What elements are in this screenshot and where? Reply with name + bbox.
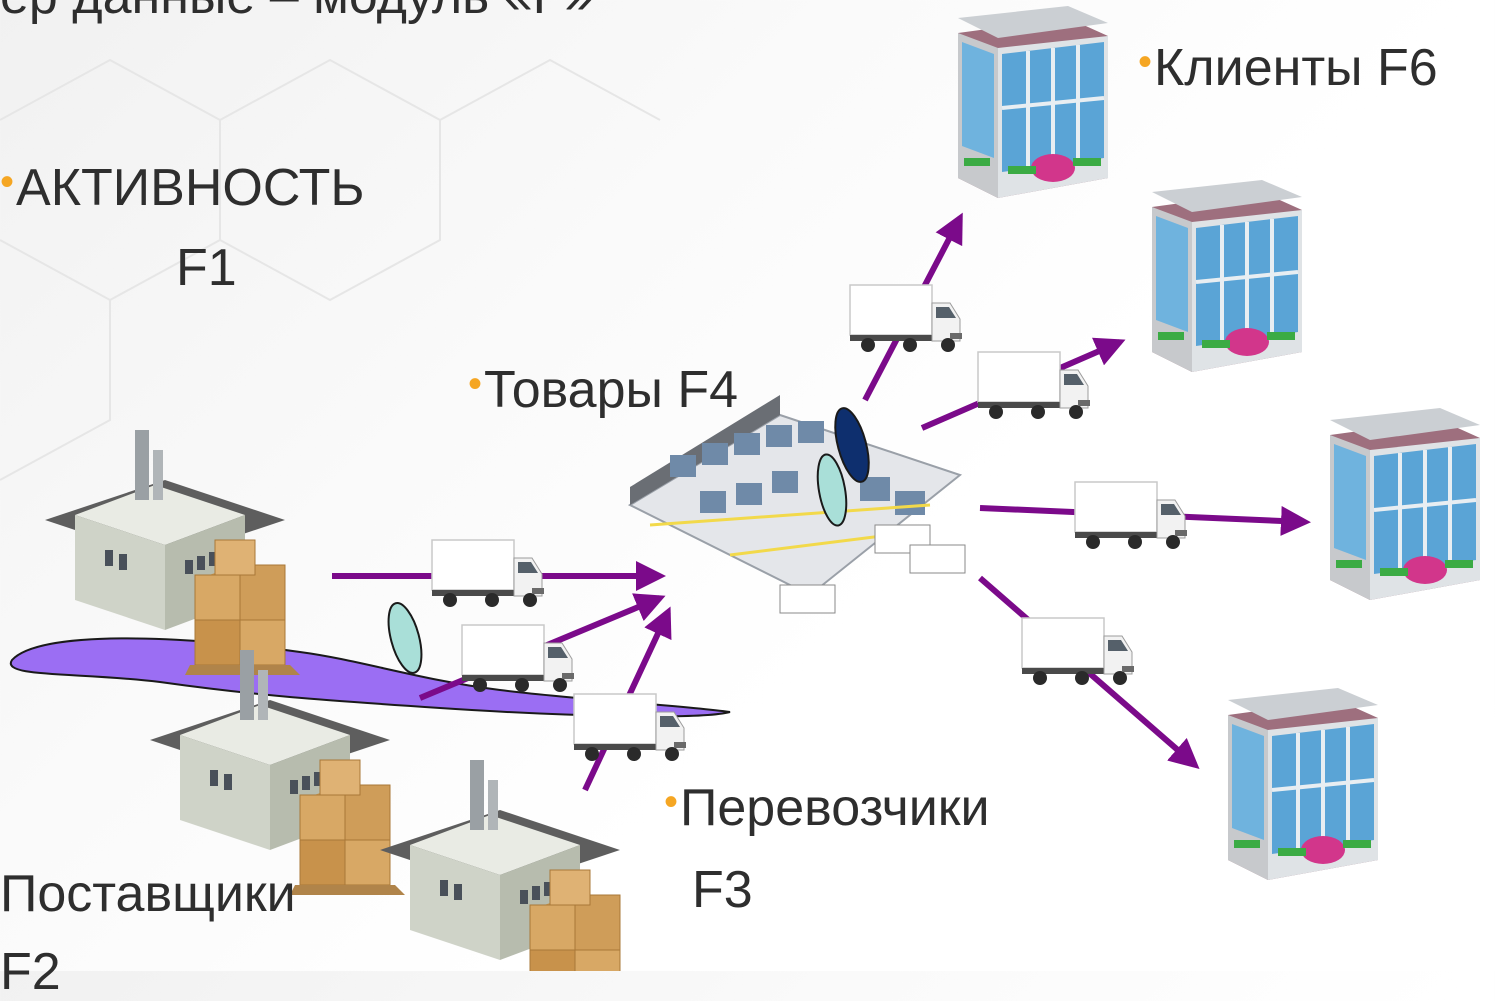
bullet-icon: • [0,160,15,204]
goods-label-text: Товары F4 [484,361,739,419]
office-building-icon [1328,406,1482,602]
background-pattern [0,58,661,481]
truck-icon [573,693,687,762]
suppliers-label: Поставщики [0,865,296,923]
activity-label: •АКТИВНОСТЬ [0,159,365,217]
clients-label: •Клиенты F6 [1138,39,1438,97]
purple-highlight-blob [9,637,731,718]
page-title: ер данные – модуль «F» [0,0,593,25]
truck-icon [1074,481,1188,550]
dark-blue-blob [834,407,870,483]
clients-label-text: Клиенты F6 [1154,39,1438,97]
carriers-label: •Перевозчики [664,779,990,837]
bullet-icon: • [468,362,483,406]
bullet-icon: • [664,780,679,824]
warehouse-icon [627,395,966,614]
truck-icon [849,284,963,353]
office-building-icon [1150,178,1304,374]
light-teal-blob [816,453,848,527]
bullet-icon: • [1138,40,1153,84]
activity-label-line1: АКТИВНОСТЬ [16,159,365,217]
truck-icon [461,624,575,693]
factory-icon [379,759,636,971]
suppliers-label-line2: F2 [0,943,61,1001]
carriers-label-line1: Перевозчики [680,779,990,837]
supply-chain-diagram [9,4,1482,971]
factory-icon [44,429,301,676]
truck-icon [1021,617,1135,686]
light-teal-blob [387,602,423,674]
goods-label: •Товары F4 [468,361,739,419]
carriers-label-line2: F3 [692,861,753,919]
activity-label-line2: F1 [176,239,237,297]
truck-icon [431,539,545,608]
office-building-icon [956,4,1110,200]
office-building-icon [1226,686,1380,882]
